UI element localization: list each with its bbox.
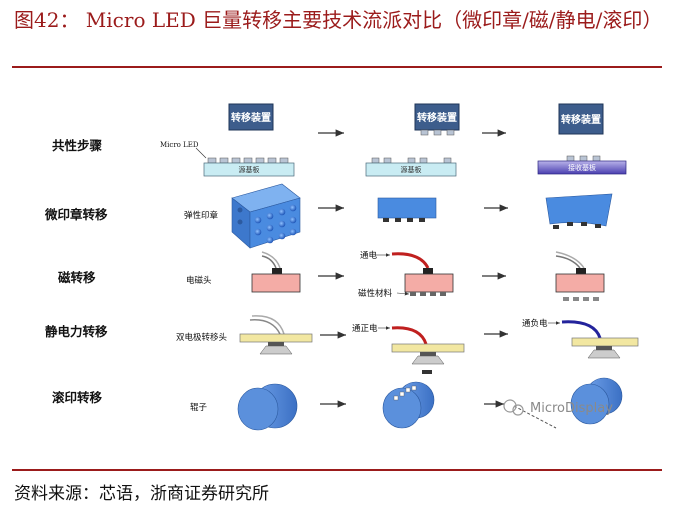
micro-led-pointer	[195, 147, 207, 159]
source-substrate	[365, 162, 457, 177]
watermark-text: MicroDisplay	[530, 401, 613, 416]
source-divider	[12, 469, 662, 471]
roller-front	[237, 387, 279, 431]
source-substrate-label: 源基板	[239, 165, 260, 174]
magnetic-step-2: 通电 磁性材料	[358, 250, 454, 299]
electrode-plate	[571, 337, 639, 347]
wire	[249, 319, 281, 335]
row-label-stamp: 微印章转移	[44, 207, 108, 222]
electrode-head	[268, 342, 284, 346]
magnet-head	[576, 268, 586, 274]
source-note: 资料来源：芯语，浙商证券研究所	[14, 484, 269, 504]
receiving-substrate	[537, 160, 627, 175]
magnetic-step-3	[555, 251, 605, 301]
figure-title: 图42： Micro LED 巨量转移主要技术流派对比（微印章/磁/静电/滚印）	[14, 8, 663, 32]
watermark: MicroDisplay	[503, 399, 613, 416]
remaining-led-chips	[371, 157, 452, 164]
blue-wire	[561, 320, 602, 339]
transfer-device-label: 转移装置	[561, 113, 601, 126]
stamp-step-1: 弹性印章	[184, 183, 301, 249]
chip-holder	[259, 345, 293, 355]
red-wire	[391, 326, 428, 345]
micro-led-label: Micro LED	[160, 141, 199, 149]
elastic-stamp-label: 弹性印章	[184, 210, 219, 221]
stamp-step-3	[545, 193, 613, 229]
electro-step-2: 通正电	[352, 323, 465, 374]
magnetic-chips	[410, 292, 446, 296]
row-label-common: 共性步骤	[52, 138, 103, 153]
roller-front	[382, 387, 422, 429]
source-substrate	[203, 162, 295, 177]
common-step-3: 转移装置 接收基板	[537, 103, 627, 175]
receiving-substrate-label: 接收基板	[568, 163, 596, 172]
magnet-head	[423, 268, 433, 274]
electromagnetic-head-label: 电磁头	[186, 275, 212, 286]
positive-label: 通正电	[352, 323, 378, 334]
roller-chips	[393, 385, 417, 401]
stamp-body	[377, 197, 437, 219]
magnet-head	[272, 268, 282, 274]
roller-front	[570, 383, 610, 425]
energize-label: 通电	[360, 250, 378, 261]
wire	[261, 255, 277, 269]
transfer-device-box	[558, 103, 604, 135]
micro-led-chips	[207, 157, 289, 164]
released-chips	[563, 297, 599, 301]
bent-stamp-body	[545, 193, 613, 227]
magnetic-material-pointer	[396, 291, 410, 296]
negative-label: 通负电	[522, 318, 548, 329]
roll-step-3	[513, 377, 623, 429]
wire	[555, 255, 581, 269]
roll-step-1: 辊子	[190, 383, 298, 431]
row-label-roll: 滚印转移	[52, 390, 103, 405]
magnetic-material-label: 磁性材料	[358, 288, 393, 299]
lifted-chip	[422, 370, 432, 374]
stamp-placed-chips	[553, 222, 601, 229]
transfer-track	[513, 405, 557, 429]
magnetic-block	[404, 273, 454, 293]
magnetic-block	[251, 273, 301, 293]
electrode-plate	[239, 333, 313, 343]
stamp-posts	[237, 204, 297, 244]
source-substrate-label: 源基板	[401, 165, 422, 174]
red-wire	[391, 252, 430, 269]
bipolar-head-label: 双电极转移头	[176, 332, 228, 343]
common-step-1: 转移装置 Micro LED 源基板	[160, 103, 295, 177]
electrode-plate	[391, 343, 465, 353]
step-arrows	[318, 129, 508, 408]
picked-led-chips	[420, 129, 455, 136]
stamp-step-2	[377, 197, 437, 222]
wire	[555, 251, 585, 269]
transfer-device-label: 转移装置	[417, 111, 457, 124]
title-divider	[12, 66, 662, 68]
electro-step-1: 双电极转移头	[176, 315, 313, 355]
roller-label: 辊子	[190, 402, 208, 413]
magnetic-block	[555, 273, 605, 293]
row-label-electrostatic: 静电力转移	[45, 324, 108, 339]
electrode-head	[420, 352, 436, 356]
stamp-face	[249, 197, 301, 249]
transfer-device-box	[228, 103, 274, 131]
electro-step-3: 通负电	[522, 318, 639, 359]
roll-step-2	[382, 381, 435, 429]
row-label-magnetic: 磁转移	[57, 270, 96, 285]
wire	[261, 251, 281, 269]
magnetic-step-1: 电磁头	[186, 251, 301, 293]
wire	[251, 315, 285, 335]
placed-led-chips	[566, 155, 601, 162]
transfer-diagram: 共性步骤 微印章转移 磁转移 静电力转移 滚印转移 转移装置 Micro LED	[44, 103, 639, 431]
chip-holder	[587, 349, 621, 359]
chip-holder	[411, 355, 445, 365]
stamp-picked-chips	[383, 218, 425, 222]
transfer-device-label: 转移装置	[231, 111, 271, 124]
electrode-head	[596, 346, 612, 350]
common-step-2: 转移装置 源基板	[365, 103, 460, 177]
